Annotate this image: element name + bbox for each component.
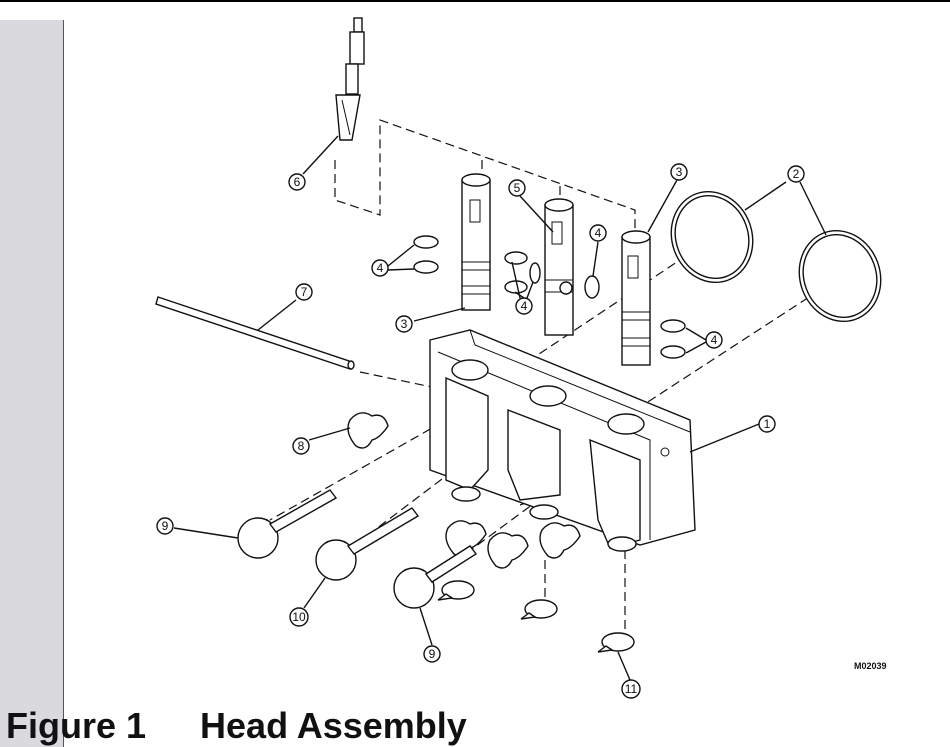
callout-9-bottom: 9 <box>423 645 441 663</box>
part-1-head-block <box>429 329 696 552</box>
part-11-caps <box>437 580 635 653</box>
top-border-rule <box>0 0 950 2</box>
valve-spools <box>461 173 651 366</box>
svg-text:4: 4 <box>711 333 718 347</box>
svg-text:1: 1 <box>764 417 771 431</box>
callout-4-top-right: 4 <box>589 224 607 242</box>
page-side-bar <box>0 20 64 747</box>
callout-11: 11 <box>621 679 641 699</box>
callout-9-left: 9 <box>156 517 174 535</box>
callout-1: 1 <box>758 415 776 433</box>
svg-text:3: 3 <box>676 165 683 179</box>
callout-4-right: 4 <box>705 331 723 349</box>
svg-text:9: 9 <box>162 519 169 533</box>
part-8-knobs <box>347 412 581 569</box>
callout-4-left: 4 <box>371 259 389 277</box>
svg-text:5: 5 <box>514 181 521 195</box>
part-4-small-orings <box>413 235 686 359</box>
spool-left <box>461 173 491 311</box>
callout-3-top: 3 <box>670 163 688 181</box>
spool-right <box>621 230 651 366</box>
svg-text:8: 8 <box>298 439 305 453</box>
svg-text:4: 4 <box>377 261 384 275</box>
svg-text:2: 2 <box>793 167 800 181</box>
spool-middle <box>544 198 574 336</box>
svg-text:9: 9 <box>429 647 436 661</box>
callout-4-middle: 4 <box>515 297 533 315</box>
svg-text:6: 6 <box>294 175 301 189</box>
figure-title: Head Assembly <box>200 705 467 746</box>
part-6-tool <box>335 17 365 141</box>
callout-8: 8 <box>292 437 310 455</box>
svg-text:11: 11 <box>625 682 638 696</box>
part-9-10-ball-handles <box>237 489 478 609</box>
svg-text:3: 3 <box>401 317 408 331</box>
svg-text:4: 4 <box>595 226 602 240</box>
callout-6: 6 <box>288 173 306 191</box>
callout-2: 2 <box>787 165 805 183</box>
svg-text:10: 10 <box>292 610 306 624</box>
svg-text:7: 7 <box>301 285 308 299</box>
callout-10: 10 <box>289 607 309 627</box>
part-7-rod <box>155 296 355 370</box>
svg-text:4: 4 <box>521 299 528 313</box>
callout-3-left: 3 <box>395 315 413 333</box>
part-2-orings <box>670 190 882 323</box>
drawing-number: M02039 <box>854 661 887 671</box>
callout-5: 5 <box>508 179 526 197</box>
callouts: 1 2 3 3 4 4 4 4 5 6 7 8 9 9 10 11 <box>156 163 805 699</box>
figure-label: Figure 1 <box>6 705 147 746</box>
callout-7: 7 <box>295 283 313 301</box>
figure-caption: Figure 1 Head Assembly <box>6 704 467 747</box>
leader-lines <box>173 135 827 681</box>
